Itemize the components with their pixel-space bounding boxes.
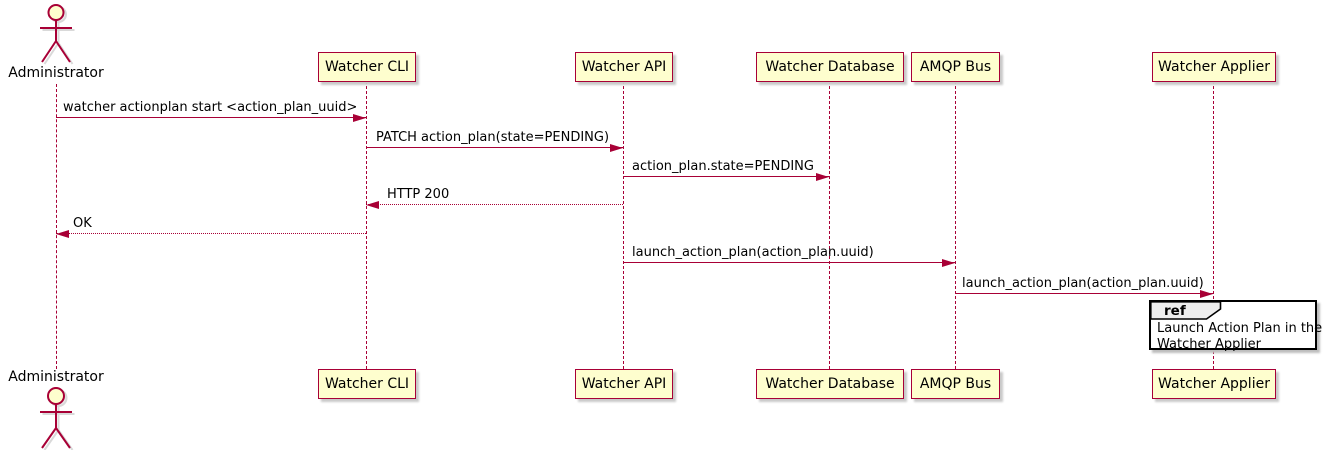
participant-label: Watcher Applier xyxy=(1158,59,1270,75)
message-line xyxy=(366,204,623,205)
participant-label: Watcher Database xyxy=(765,376,895,392)
participant-amqp-bus-bottom: AMQP Bus xyxy=(911,369,1000,399)
message-line xyxy=(623,262,955,263)
actor-label-bottom: Administrator xyxy=(8,369,104,385)
message-label: action_plan.state=PENDING xyxy=(632,159,814,174)
participant-label: Watcher API xyxy=(581,376,667,392)
actor-icon xyxy=(40,387,75,450)
arrowhead xyxy=(1200,289,1213,298)
lifeline-administrator xyxy=(56,84,57,369)
ref-keyword: ref xyxy=(1164,303,1186,319)
message-label: OK xyxy=(73,216,92,231)
ref-fragment: ref Launch Action Plan in the Watcher Ap… xyxy=(1149,300,1322,352)
arrowhead xyxy=(366,200,379,209)
lifeline-watcher-database xyxy=(829,81,830,369)
message-label: watcher actionplan start <action_plan_uu… xyxy=(63,100,358,115)
participant-label: AMQP Bus xyxy=(919,59,992,75)
arrowhead xyxy=(56,229,69,238)
message-line xyxy=(955,293,1213,294)
message-line xyxy=(366,147,623,148)
arrowhead xyxy=(610,143,623,152)
participant-label: Watcher Database xyxy=(765,59,895,75)
participant-label: AMQP Bus xyxy=(919,376,992,392)
participant-watcher-database-bottom: Watcher Database xyxy=(756,369,904,399)
message-label: launch_action_plan(action_plan.uuid) xyxy=(962,276,1204,291)
participant-watcher-cli-bottom: Watcher CLI xyxy=(318,369,416,399)
participant-label: Watcher API xyxy=(581,59,667,75)
lifeline-amqp-bus xyxy=(955,81,956,369)
participant-label: Watcher CLI xyxy=(324,376,410,392)
participant-watcher-api-bottom: Watcher API xyxy=(575,369,673,399)
message-label: HTTP 200 xyxy=(387,187,450,202)
lifeline-watcher-cli xyxy=(366,81,367,369)
arrowhead xyxy=(353,113,366,122)
message-label: PATCH action_plan(state=PENDING) xyxy=(376,130,610,145)
actor-icon xyxy=(40,4,75,65)
message-line xyxy=(56,117,366,118)
participant-amqp-bus-top: AMQP Bus xyxy=(911,52,1000,82)
ref-tab-shape xyxy=(1150,301,1222,320)
message-label: launch_action_plan(action_plan.uuid) xyxy=(632,245,874,260)
lifeline-watcher-applier xyxy=(1213,81,1214,369)
message-line xyxy=(623,176,829,177)
ref-text: Launch Action Plan in the Watcher Applie… xyxy=(1157,321,1322,352)
lifeline-watcher-api xyxy=(623,81,624,369)
message-line xyxy=(56,233,366,234)
participant-watcher-applier-bottom: Watcher Applier xyxy=(1152,369,1276,399)
participant-watcher-database-top: Watcher Database xyxy=(756,52,904,82)
arrowhead xyxy=(942,258,955,267)
arrowhead xyxy=(816,172,829,181)
actor-label: Administrator xyxy=(8,65,104,81)
participant-label: Watcher CLI xyxy=(324,59,410,75)
participant-watcher-api-top: Watcher API xyxy=(575,52,673,82)
ref-text-line-2: Watcher Applier xyxy=(1157,336,1261,352)
participant-label: Watcher Applier xyxy=(1158,376,1270,392)
participant-watcher-applier-top: Watcher Applier xyxy=(1152,52,1276,82)
ref-text-line-1: Launch Action Plan in the xyxy=(1157,321,1323,336)
participant-watcher-cli-top: Watcher CLI xyxy=(318,52,416,82)
